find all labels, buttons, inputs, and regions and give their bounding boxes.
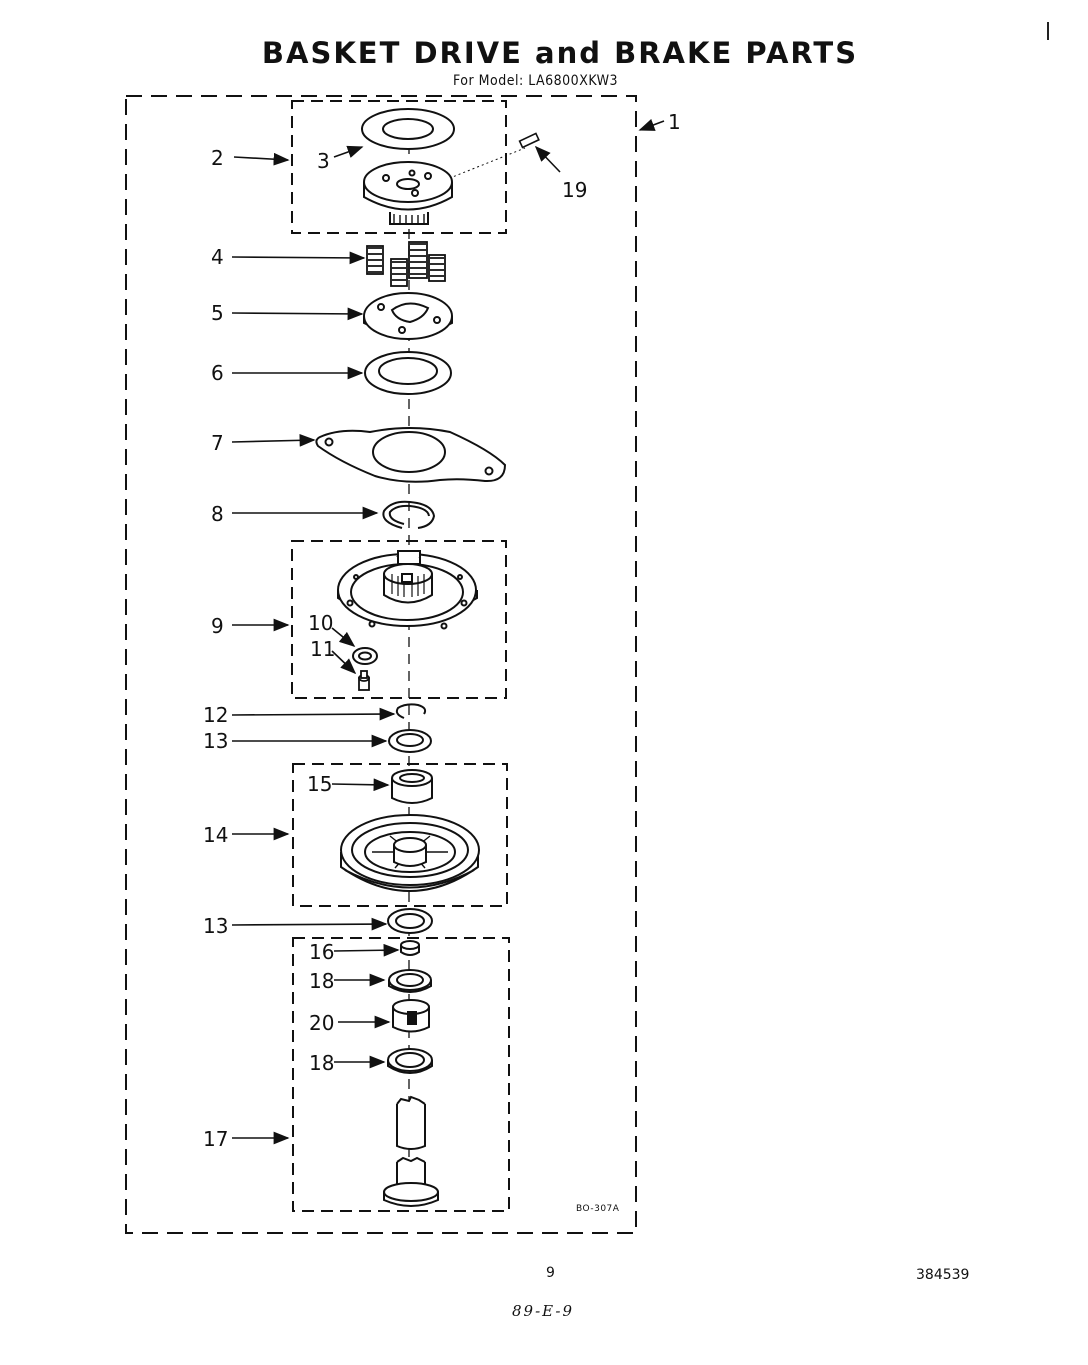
diagram-code: BO-307A (576, 1204, 620, 1214)
part-13-washer-upper (388, 729, 432, 753)
callout-12: 12 (203, 703, 228, 727)
callout-9: 9 (211, 614, 224, 638)
callout-8: 8 (211, 502, 224, 526)
part-15-bearing (391, 769, 433, 804)
part-7-bracket (315, 427, 507, 483)
margin-mark (1047, 22, 1049, 40)
page-title: BASKET DRIVE and BRAKE PARTS (261, 36, 859, 70)
part-20-sleeve (392, 999, 430, 1033)
part-9-housing (337, 550, 478, 630)
model-subtitle: For Model: LA6800XKW3 (453, 73, 619, 89)
part-16-cap (400, 940, 420, 956)
leader-15 (331, 778, 390, 792)
callout-4: 4 (211, 245, 224, 269)
callout-10: 10 (308, 611, 333, 635)
callout-15: 15 (307, 772, 332, 796)
leader-7 (231, 433, 316, 447)
part-13-washer-lower (387, 908, 433, 934)
part-4-springs (366, 241, 446, 287)
assembly-box-1 (125, 95, 637, 1234)
part-5-plate (363, 292, 453, 340)
part-6-washer (364, 351, 452, 395)
callout-6: 6 (211, 361, 224, 385)
leader-3 (333, 145, 364, 158)
part-18-bearing-upper (388, 969, 432, 993)
part-11-screw (358, 670, 370, 691)
callout-11: 11 (310, 637, 335, 661)
callout-18b: 18 (309, 1051, 334, 1075)
callout-7: 7 (211, 431, 224, 455)
assembly-box-17 (292, 937, 510, 1212)
callout-13b: 13 (203, 914, 228, 938)
leader-16 (333, 943, 400, 957)
part-19-pin (518, 132, 540, 149)
leader-11 (331, 650, 357, 675)
part-18-bearing-lower (387, 1048, 433, 1074)
leader-13b (231, 917, 388, 931)
part-2-hub (363, 161, 453, 225)
part-3-washer (361, 108, 455, 150)
callout-18a: 18 (309, 969, 334, 993)
assembly-box-2 (291, 100, 507, 234)
pin-guide-line (439, 147, 526, 183)
part-14-pulley (340, 814, 480, 892)
leader-2 (233, 152, 290, 166)
handwritten-note: 89-E-9 (512, 1302, 574, 1320)
leader-10 (331, 627, 356, 648)
callout-1: 1 (668, 110, 681, 134)
callout-2: 2 (211, 146, 224, 170)
callout-17: 17 (203, 1127, 228, 1151)
callout-5: 5 (211, 301, 224, 325)
part-10-grommet (352, 647, 378, 665)
part-17-shaft (383, 1095, 439, 1207)
callout-16: 16 (309, 940, 334, 964)
assembly-box-9 (291, 540, 507, 699)
callout-20: 20 (309, 1011, 334, 1035)
page-number: 9 (546, 1265, 555, 1281)
callout-19: 19 (562, 178, 587, 202)
leader-19 (534, 145, 561, 173)
leader-5 (231, 307, 364, 321)
leader-4 (231, 251, 366, 265)
part-12-snap-ring (395, 703, 427, 719)
leader-1 (638, 118, 665, 131)
assembly-box-14 (292, 763, 508, 907)
leader-12 (231, 707, 396, 721)
callout-3: 3 (317, 149, 330, 173)
callout-14: 14 (203, 823, 228, 847)
document-number: 384539 (916, 1267, 970, 1283)
callout-13a: 13 (203, 729, 228, 753)
part-8-ring (382, 500, 436, 529)
